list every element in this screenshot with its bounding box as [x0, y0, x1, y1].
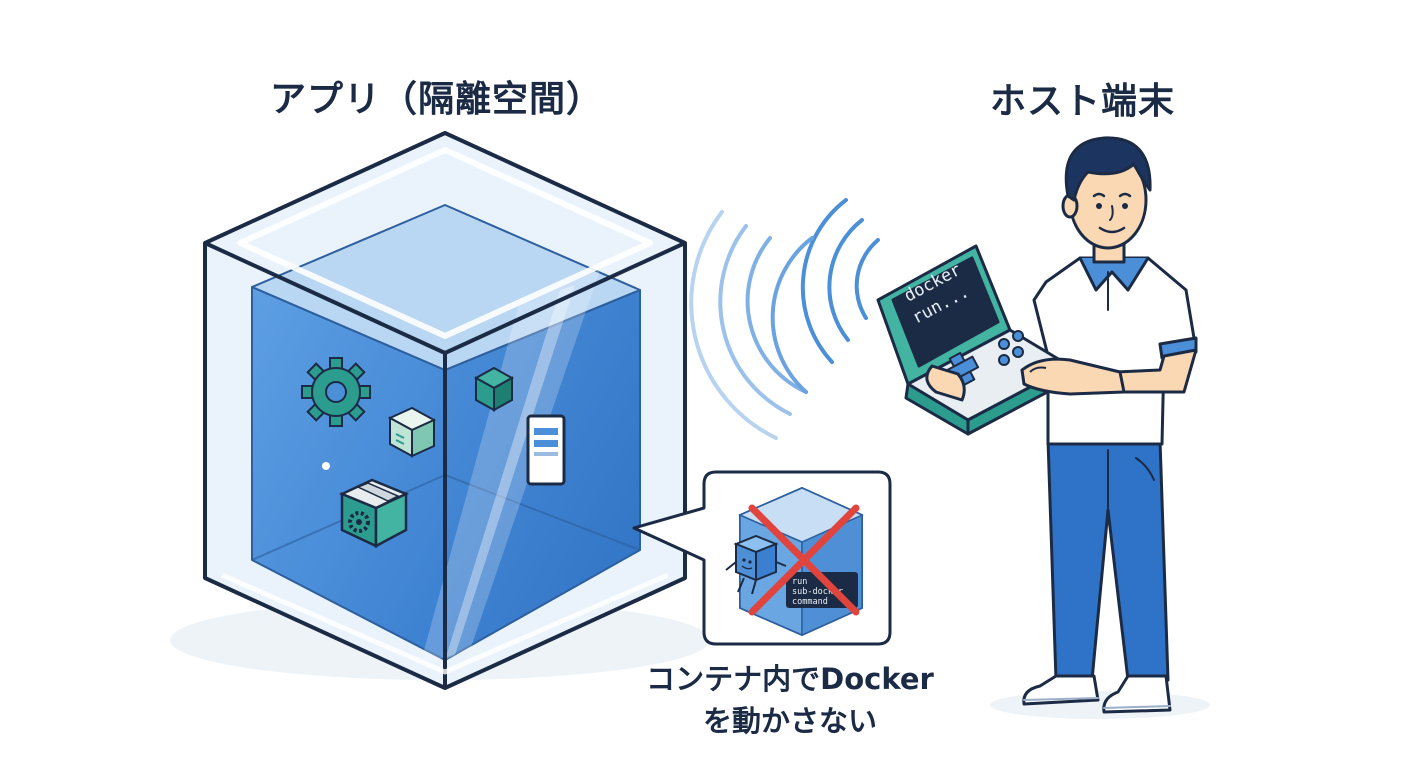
gear-icon [301, 357, 371, 427]
callout-caption: コンテナ内でDocker を動かさない [610, 658, 970, 742]
terminal-line-2: sub-docker [792, 587, 843, 597]
glass-cube [203, 131, 687, 690]
gear-package-icon [338, 478, 410, 549]
server-icon [526, 414, 566, 486]
person-figure [1022, 136, 1198, 714]
person-hands [925, 357, 1126, 402]
cube-mascot-icon [725, 534, 787, 595]
signal-waves-icon [689, 198, 880, 440]
container-box-icon [387, 406, 437, 458]
caption-line-2: を動かさない [702, 704, 877, 738]
handheld-device [876, 244, 1072, 436]
prohibited-cross-icon [748, 504, 860, 616]
terminal-line-1: run [792, 577, 807, 587]
caption-line-1: コンテナ内でDocker [646, 662, 934, 696]
sparkle-dot [322, 462, 330, 470]
host-title: ホスト端末 [990, 81, 1176, 122]
small-cube-icon [473, 366, 515, 412]
container-title: アプリ（隔離空間） [270, 79, 604, 120]
terminal-line-3: command [792, 597, 828, 607]
